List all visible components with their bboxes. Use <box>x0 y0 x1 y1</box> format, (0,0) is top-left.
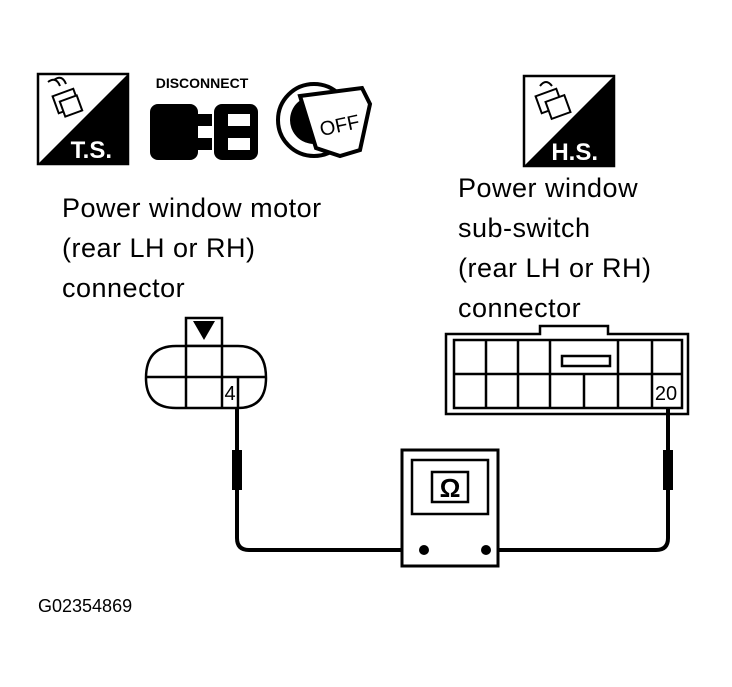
figure-code: G02354869 <box>38 596 132 616</box>
left-label-line-3: connector <box>62 273 185 303</box>
right-label-line-1: Power window <box>458 173 638 203</box>
probe-leads <box>232 408 673 552</box>
right-connector-label: Power window sub-switch (rear LH or RH) … <box>458 173 652 323</box>
ignition-key-off-icon: OFF <box>276 82 373 159</box>
harness-side-connector-icon: H.S. <box>522 74 616 168</box>
ts-badge-text: T.S. <box>71 137 112 164</box>
disconnect-connector-icon: DISCONNECT <box>150 75 258 160</box>
motor-connector: 4 <box>144 316 268 410</box>
right-label-line-3: (rear LH or RH) <box>458 253 652 283</box>
motor-terminal-number: 4 <box>224 383 235 405</box>
ohmmeter-icon: Ω <box>400 448 500 568</box>
left-label-line-1: Power window motor <box>62 193 322 223</box>
sub-switch-terminal-number: 20 <box>655 383 677 405</box>
sub-switch-connector: 20 <box>444 324 690 416</box>
disconnect-label: DISCONNECT <box>156 75 249 91</box>
left-connector-label: Power window motor (rear LH or RH) conne… <box>62 193 322 303</box>
hs-badge-text: H.S. <box>551 139 598 166</box>
ohm-symbol: Ω <box>440 473 461 503</box>
right-label-line-4: connector <box>458 293 581 323</box>
left-label-line-2: (rear LH or RH) <box>62 233 256 263</box>
right-label-line-2: sub-switch <box>458 213 591 243</box>
harness-connector-test-icon: T.S. <box>36 72 130 166</box>
